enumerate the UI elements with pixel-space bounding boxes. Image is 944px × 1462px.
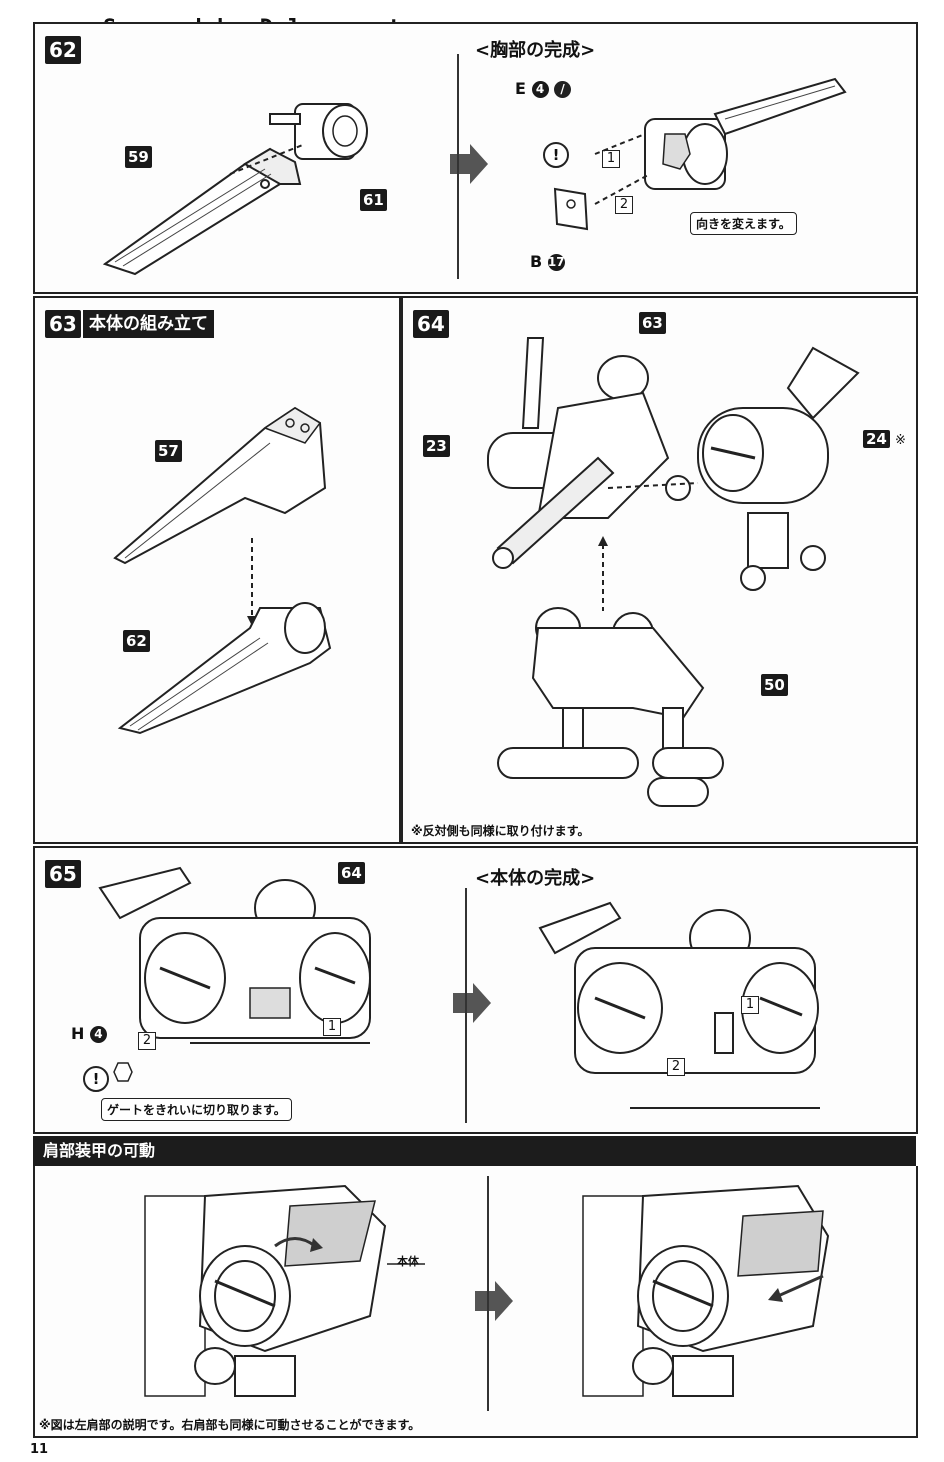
e-runner-number: 4 [531, 81, 549, 98]
step-marker-2: 2 [138, 1032, 156, 1050]
step-marker-2: 2 [615, 196, 633, 214]
step-63-panel: 63 本体の組み立て 57 62 [33, 296, 401, 844]
part-label-64: 64 [338, 862, 365, 884]
step-marker-2: 2 [667, 1058, 685, 1076]
b-label: B [530, 252, 543, 271]
caution-icon: ! [543, 142, 569, 168]
part-label-59: 59 [125, 146, 152, 168]
part-label-62: 62 [123, 630, 150, 652]
body-complete-drawing [538, 901, 820, 1109]
part-59-drawing [102, 147, 302, 276]
h-runner-number: 4 [89, 1026, 107, 1043]
part-24-drawing [607, 346, 860, 591]
next-arrow [475, 1281, 513, 1321]
assembly-title: 本体の組み立て [83, 310, 214, 338]
step-marker-1: 1 [741, 996, 759, 1014]
caution-icon: ! [83, 1066, 109, 1092]
shoulder-note: ※図は左肩部の説明です。右肩部も同様に可動させることができます。 [39, 1418, 421, 1432]
hex-part-icon [113, 1062, 133, 1082]
step-62-panel: 62 <胸部の完成> 59 61 E 4 / ! 1 2 B 17 [33, 22, 918, 294]
e-label: E [515, 79, 526, 98]
b17-plate-drawing [553, 187, 589, 231]
next-arrow [453, 983, 491, 1023]
part-label-23: 23 [423, 435, 450, 457]
shoulder-before-drawing [144, 1184, 387, 1397]
divider-line [487, 1176, 489, 1411]
step-marker-1: 1 [323, 1018, 341, 1036]
step-number: 64 [413, 310, 449, 338]
part-61-drawing [229, 103, 368, 175]
page-number: 11 [30, 1442, 49, 1457]
body-complete-title: <本体の完成> [475, 868, 596, 889]
body-assembly-drawing [487, 337, 691, 569]
part-62-drawing [117, 602, 332, 735]
part-label-50: 50 [761, 674, 788, 696]
part-label-61: 61 [360, 189, 387, 211]
body-rear-drawing [98, 866, 371, 1044]
gate-trim-callout: ゲートをきれいに切り取ります。 [101, 1098, 292, 1121]
part-label-24: 24 [863, 430, 890, 448]
part-50-drawing [497, 607, 724, 807]
step-number: 63 [45, 310, 81, 338]
step-number: 62 [45, 36, 81, 64]
divider-line [465, 888, 467, 1123]
body-label-line [387, 1263, 425, 1265]
step-65-panel: 65 64 <本体の完成> 1 2 H 4 ! ゲートをきれいに切り取ります。 [33, 846, 918, 1134]
part-label-24-group: 24 ※ [863, 428, 906, 450]
body-label: 本体 [397, 1255, 419, 1268]
e-part-label: E 4 / [515, 79, 572, 98]
nipper-icon: / [554, 81, 572, 98]
part-57-drawing [113, 406, 327, 565]
opposite-side-note: ※反対側も同様に取り付けます。 [411, 824, 590, 838]
chest-complete-title: <胸部の完成> [475, 40, 596, 61]
step-number: 65 [45, 860, 81, 888]
shoulder-armor-panel: 本体 ※図は左肩部の説明です。右肩部も同様に可動させることができます。 [33, 1166, 918, 1438]
part-label-63: 63 [639, 312, 666, 334]
step-64-panel: 64 63 23 24 ※ 50 [401, 296, 918, 844]
orientation-callout: 向きを変えます。 [690, 212, 797, 235]
step-marker-1: 1 [602, 150, 620, 168]
shoulder-armor-banner: 肩部装甲の可動 [33, 1136, 916, 1166]
divider-line [457, 54, 459, 279]
chest-assembly-drawing [594, 77, 847, 205]
h-part-label: H 4 [71, 1024, 107, 1043]
shoulder-after-drawing [582, 1184, 830, 1397]
h-label: H [71, 1024, 85, 1043]
part-label-57: 57 [155, 440, 182, 462]
b-part-label: B 17 [530, 252, 565, 271]
connection-guide [598, 536, 608, 611]
reference-mark: ※ [894, 433, 906, 448]
next-arrow [450, 144, 488, 184]
b-runner-number: 17 [547, 254, 565, 271]
